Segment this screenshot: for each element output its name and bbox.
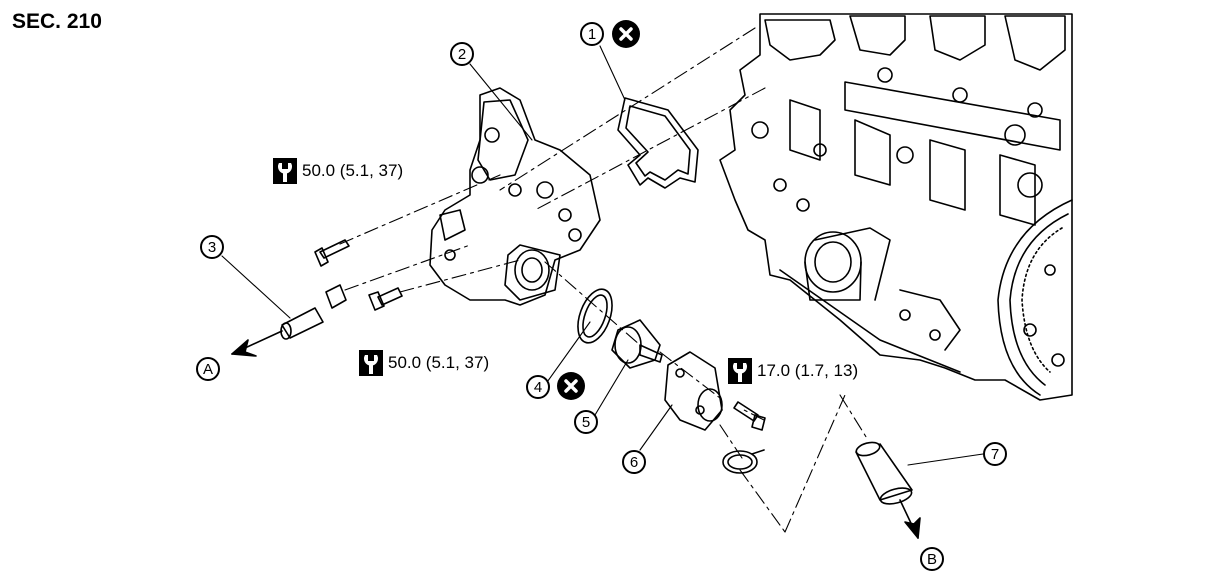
arrow-label-b: B: [920, 547, 944, 571]
torque-value: 17.0 (1.7, 13): [757, 361, 859, 380]
callout-2: 2: [450, 42, 474, 66]
callout-3: 3: [200, 235, 224, 259]
bolt-upper: [314, 239, 350, 267]
arrow-head-a: [231, 339, 257, 357]
callout-7: 7: [983, 442, 1007, 466]
engine-block: [719, 13, 1073, 401]
torque-value: 50.0 (5.1, 37): [302, 161, 404, 180]
torque-wrench-icon: [359, 350, 383, 376]
water-hose-b: [855, 441, 913, 505]
rubber-ring: [577, 288, 613, 344]
oil-filter: [804, 227, 891, 301]
water-hose-a: [280, 284, 347, 340]
assembly-lines: [339, 27, 869, 533]
torque-value: 50.0 (5.1, 37): [388, 353, 490, 372]
torque-spec-lower: 50.0 (5.1, 37): [359, 350, 489, 376]
torque-spec-upper: 50.0 (5.1, 37): [273, 158, 403, 184]
water-inlet: [664, 351, 723, 431]
bolt-inlet: [733, 401, 766, 431]
do-not-reuse-icon: [557, 372, 585, 400]
torque-wrench-icon: [273, 158, 297, 184]
do-not-reuse-icon: [612, 20, 640, 48]
thermostat: [611, 319, 663, 369]
torque-wrench-icon: [728, 358, 752, 384]
arrow-head-b: [904, 517, 921, 539]
callout-1: 1: [580, 22, 604, 46]
flywheel: [997, 199, 1073, 396]
arrow-label-a: A: [196, 357, 220, 381]
water-inlet-housing: [429, 87, 601, 306]
section-title: SEC. 210: [12, 10, 102, 33]
hose-clamp: [722, 449, 765, 474]
callout-6: 6: [622, 450, 646, 474]
bolt-lower: [368, 287, 403, 311]
gasket: [617, 97, 699, 189]
callout-5: 5: [574, 410, 598, 434]
torque-spec-inlet: 17.0 (1.7, 13): [728, 358, 858, 384]
callout-4: 4: [526, 375, 550, 399]
leader-lines: [221, 45, 984, 466]
